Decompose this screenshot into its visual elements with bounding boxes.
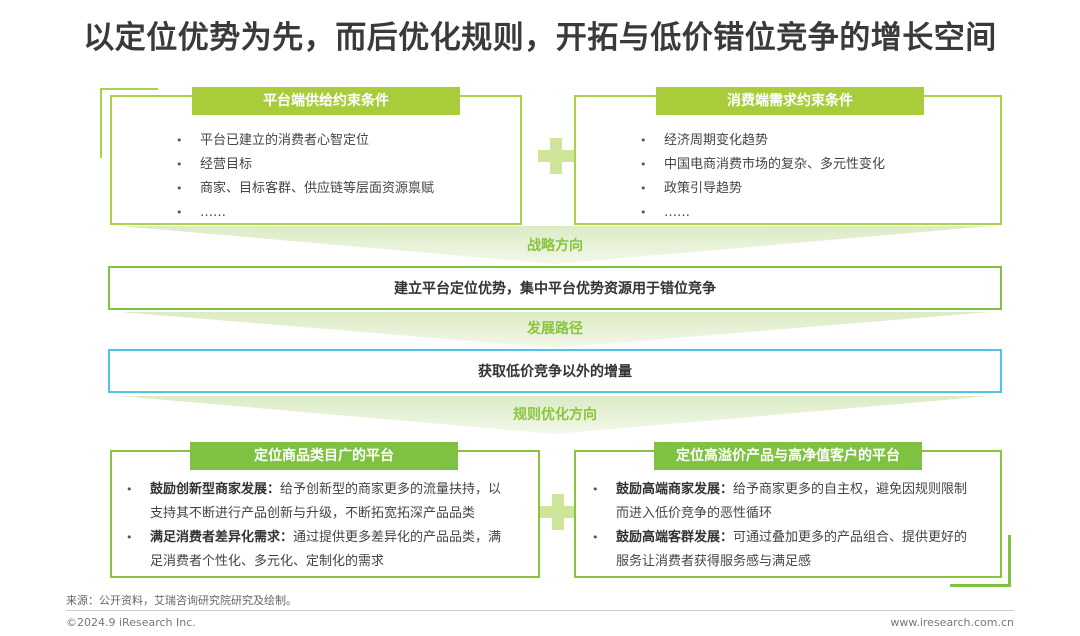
footer-divider [66, 610, 1014, 611]
strategy-label: 战略方向 [527, 238, 583, 254]
supply-constraints-box: 平台端供给约束条件 平台已建立的消费者心智定位 经营目标 商家、目标客群、供应链… [110, 87, 522, 225]
rules-label: 规则优化方向 [513, 407, 597, 423]
demand-constraints-box: 消费端需求约束条件 经济周期变化趋势 中国电商消费市场的复杂、多元性变化 政策引… [574, 87, 1002, 225]
page-title: 以定位优势为先，而后优化规则，开拓与低价错位竞争的增长空间 [83, 20, 997, 56]
list-item: 经济周期变化趋势 [640, 129, 885, 153]
list-item: 平台已建立的消费者心智定位 [176, 129, 434, 153]
item-text: 可通过叠加更多的产品组合、提供更好的 [733, 530, 968, 545]
list-item: …… [640, 201, 885, 225]
item-text-cont: 而进入低价竞争的恶性循环 [616, 506, 773, 521]
list-item: …… [176, 201, 434, 225]
item-text-cont: 服务让消费者获得服务感与满足感 [616, 554, 812, 569]
list-item: 商家、目标客群、供应链等层面资源禀赋 [176, 177, 434, 201]
supply-constraints-header: 平台端供给约束条件 [192, 87, 460, 115]
supply-constraints-list: 平台已建立的消费者心智定位 经营目标 商家、目标客群、供应链等层面资源禀赋 …… [176, 129, 434, 225]
item-text-cont: 支持其不断进行产品创新与升级，不断拓宽拓深产品品类 [150, 506, 476, 521]
rules-arrow: 规则优化方向 [120, 396, 990, 434]
item-text: 给予创新型的商家更多的流量扶持，以 [280, 482, 502, 497]
chevron-down-shape [120, 312, 990, 348]
corner-accent-bottom-right-vertical [1008, 535, 1011, 587]
item-title: 鼓励高端客群发展： [616, 530, 734, 545]
list-item: 中国电商消费市场的复杂、多元性变化 [640, 153, 885, 177]
premium-platform-header: 定位高溢价产品与高净值客户的平台 [654, 442, 922, 470]
plus-icon [540, 494, 576, 530]
premium-platform-box: 定位高溢价产品与高净值客户的平台 鼓励高端商家发展：给予商家更多的自主权，避免因… [574, 442, 1002, 578]
plus-icon [538, 138, 574, 174]
list-item: 鼓励高端客群发展：可通过叠加更多的产品组合、提供更好的服务让消费者获得服务感与满… [592, 526, 992, 574]
item-text-cont: 足消费者个性化、多元化、定制化的需求 [150, 554, 385, 569]
source-note: 来源：公开资料，艾瑞咨询研究院研究及绘制。 [66, 594, 297, 607]
corner-accent-top-left [100, 88, 158, 90]
chevron-down-shape [120, 396, 990, 434]
corner-accent-top-left-vertical [100, 88, 102, 158]
broad-category-header: 定位商品类目广的平台 [190, 442, 458, 470]
strategy-arrow: 战略方向 [120, 226, 990, 264]
path-label: 发展路径 [527, 321, 583, 337]
corner-accent-bottom-right [950, 584, 1011, 587]
list-item: 满足消费者差异化需求：通过提供更多差异化的产品品类，满足消费者个性化、多元化、定… [126, 526, 530, 574]
item-title: 鼓励高端商家发展： [616, 482, 734, 497]
premium-platform-list: 鼓励高端商家发展：给予商家更多的自主权，避免因规则限制而进入低价竞争的恶性循环 … [592, 478, 992, 574]
demand-constraints-list: 经济周期变化趋势 中国电商消费市场的复杂、多元性变化 政策引导趋势 …… [640, 129, 885, 225]
broad-category-platform-box: 定位商品类目广的平台 鼓励创新型商家发展：给予创新型的商家更多的流量扶持，以支持… [110, 442, 540, 578]
broad-category-list: 鼓励创新型商家发展：给予创新型的商家更多的流量扶持，以支持其不断进行产品创新与升… [126, 478, 530, 574]
demand-constraints-header: 消费端需求约束条件 [656, 87, 924, 115]
development-path-box: 获取低价竞争以外的增量 [108, 349, 1002, 393]
list-item: 政策引导趋势 [640, 177, 885, 201]
chevron-down-shape [120, 226, 990, 264]
website-link[interactable]: www.iresearch.com.cn [890, 616, 1014, 629]
item-title: 鼓励创新型商家发展： [150, 482, 281, 497]
strategy-box: 建立平台定位优势，集中平台优势资源用于错位竞争 [108, 266, 1002, 310]
item-title: 满足消费者差异化需求： [150, 530, 294, 545]
copyright: ©2024.9 iResearch Inc. [66, 616, 196, 629]
path-arrow: 发展路径 [120, 312, 990, 348]
item-text: 通过提供更多差异化的产品品类，满 [293, 530, 502, 545]
item-text: 给予商家更多的自主权，避免因规则限制 [733, 482, 968, 497]
list-item: 经营目标 [176, 153, 434, 177]
list-item: 鼓励创新型商家发展：给予创新型的商家更多的流量扶持，以支持其不断进行产品创新与升… [126, 478, 530, 526]
